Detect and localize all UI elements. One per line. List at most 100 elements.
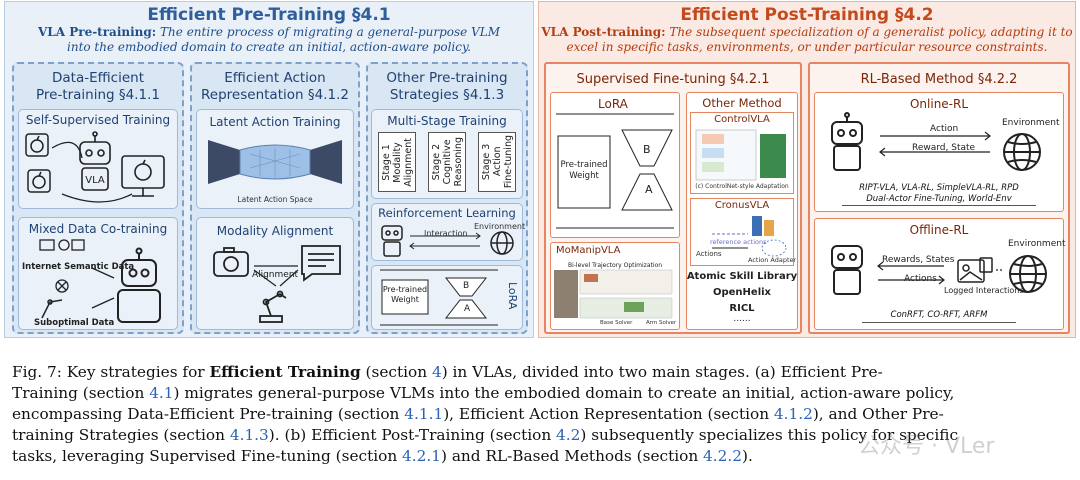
stage3-box: Stage 3 Action Fine-tuning: [478, 132, 516, 192]
mixed-data-label: Mixed Data Co-training: [28, 222, 168, 236]
ref-section-4-1-3[interactable]: 4.1.3: [229, 426, 269, 444]
internet-semantic-label: Internet Semantic Data: [22, 262, 135, 272]
ref-section-4-2[interactable]: 4.2: [556, 426, 581, 444]
offline-environment-label: Environment: [1008, 239, 1066, 249]
latent-space-label: Latent Action Space: [237, 195, 313, 204]
offline-actions-label: Actions: [904, 274, 937, 284]
globe-icon: [490, 231, 514, 255]
posttraining-title: Efficient Post-Training §4.2: [680, 5, 934, 25]
offline-methods-label: ConRFT, CO-RFT, ARFM: [890, 310, 988, 320]
cronusvla-card: [690, 198, 794, 266]
environment-label: Environment: [474, 222, 526, 231]
rl-based-title: RL-Based Method §4.2.2: [860, 72, 1018, 87]
logged-interactions-icon: [957, 257, 993, 283]
ricl-label: RICL: [729, 303, 755, 314]
controlnet-caption: (c) ControlNet-style Adaptation: [695, 183, 789, 190]
stage2-box: Stage 2 Cognitive Reasoning: [428, 132, 466, 192]
robot-icon: [79, 131, 111, 191]
other-method-title: Other Method: [702, 96, 782, 110]
watermark: 公众号 · VLer: [858, 434, 995, 459]
reinforcement-card: [371, 203, 523, 261]
momanip-title: MoManipVLA: [556, 245, 621, 256]
merge-arrow: [91, 267, 115, 309]
ref-section-4-1-1[interactable]: 4.1.1: [404, 405, 444, 423]
robot-icon: [381, 225, 403, 257]
openhelix-label: OpenHelix: [712, 287, 772, 298]
arrow-curve-bottom: [61, 193, 133, 203]
pretraining-title: Efficient Pre-Training §4.1: [147, 5, 391, 25]
lora-pre-illustration: [380, 269, 498, 326]
offline-underline: [862, 322, 1016, 323]
latent-space-illustration: [208, 140, 342, 184]
lora-b-label-post: B: [643, 143, 651, 156]
interaction-label: Interaction: [424, 229, 468, 238]
internet-icon: [39, 239, 85, 251]
bilevel-label: Bi-level Trajectory Optimization: [567, 262, 663, 269]
controlvla-title: ControlVLA: [714, 114, 770, 125]
self-supervised-illustration: VLA: [25, 131, 165, 203]
offline-rl-title: Offline-RL: [909, 223, 969, 237]
sft-title: Supervised Fine-tuning §4.2.1: [576, 72, 770, 87]
cross-circle-icon: [55, 279, 69, 293]
robot-icon: [117, 247, 161, 323]
pretrained-weight-label-post: Pre-trained Weight: [560, 160, 608, 181]
actions-label: Actions: [696, 250, 722, 258]
controlvla-illustration: [695, 129, 786, 181]
ref-section-4-2-1[interactable]: 4.2.1: [402, 447, 441, 465]
self-supervised-label: Self-Supervised Training: [25, 113, 171, 127]
robot-arm-icon: [41, 299, 63, 319]
ref-section-4-1[interactable]: 4.1: [149, 384, 174, 402]
offline-rewards-states-label: Rewards, States: [882, 255, 955, 265]
posttraining-description: VLA Post-training: The subsequent specia…: [541, 25, 1073, 54]
modality-alignment-label: Modality Alignment: [216, 224, 334, 238]
lora-post-illustration: [556, 113, 674, 229]
atomic-skill-label: Atomic Skill Library: [686, 271, 798, 282]
arrow-curve: [51, 141, 83, 159]
arm-solver-label: Arm Solver: [646, 320, 677, 326]
online-action-label: Action: [930, 124, 959, 134]
figure-caption: Fig. 7: Key strategies for Efficient Tra…: [12, 363, 959, 465]
chat-icon: [301, 245, 341, 282]
action-adapter-label: Action Adapter: [748, 256, 797, 264]
rl-illustration: [381, 225, 514, 257]
cronusvla-title: CronusVLA: [714, 200, 770, 211]
lora-b-label-pre: B: [463, 281, 470, 291]
reference-actions-label: reference actions: [710, 238, 767, 246]
ref-section-4-1-2[interactable]: 4.1.2: [773, 405, 813, 423]
momanip-illustration: [554, 269, 673, 319]
lora-a-label-pre: A: [464, 304, 471, 314]
online-environment-label: Environment: [1002, 118, 1060, 128]
ellipsis-label: ......: [733, 314, 751, 324]
robot-icon: [831, 112, 863, 171]
multistage-label: Multi-Stage Training: [387, 114, 507, 128]
latent-action-label: Latent Action Training: [209, 115, 341, 129]
online-rl-illustration: [831, 112, 1041, 171]
modality-alignment-illustration: [213, 245, 341, 323]
online-reward-state-label: Reward, State: [912, 143, 976, 153]
offline-rl-illustration: [831, 245, 1047, 295]
alignment-label: Alignment: [251, 270, 299, 280]
lora-side-label: LoRA: [506, 282, 519, 310]
apple-icon: [25, 133, 51, 193]
mixed-data-illustration: [39, 239, 161, 323]
lora-post-label: LoRA: [598, 97, 628, 111]
robot-icon: [831, 245, 863, 295]
ref-section-4-2-2[interactable]: 4.2.2: [703, 447, 742, 465]
suboptimal-label: Suboptimal Data: [34, 318, 115, 328]
reinforcement-label: Reinforcement Learning: [378, 206, 516, 220]
pretrained-weight-label-pre: Pre-trained Weight: [382, 285, 428, 304]
globe-icon: [1009, 255, 1047, 293]
pretraining-description: VLA Pre-training: The entire process of …: [37, 25, 501, 54]
cronusvla-illustration: [712, 216, 787, 257]
vla-label: VLA: [85, 175, 105, 186]
camera-icon: [213, 247, 249, 277]
base-solver-label: Base Solver: [600, 320, 633, 326]
logged-interactions-label: Logged Interactions: [944, 286, 1024, 295]
ref-section-4[interactable]: 4: [431, 363, 442, 381]
monitor-icon: [121, 155, 165, 197]
align-arrows: [253, 265, 299, 287]
